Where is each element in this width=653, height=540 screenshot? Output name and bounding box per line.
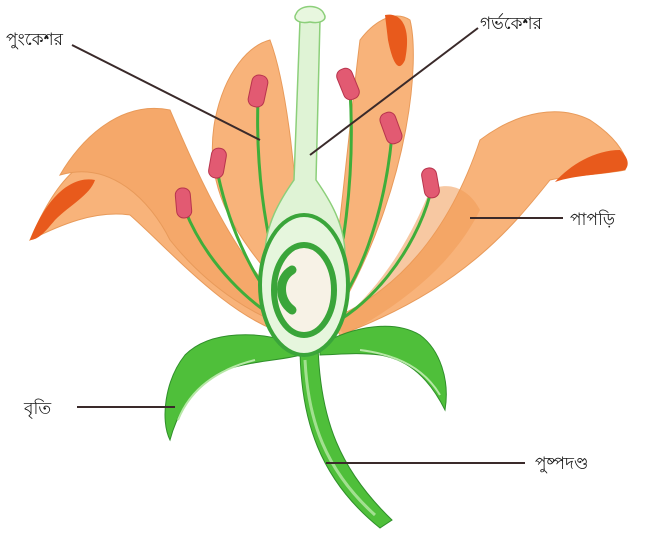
sepal-right: [320, 326, 446, 410]
sepal-left: [165, 335, 300, 440]
label-stamen: পুংকেশর: [6, 27, 63, 55]
pistil-stigma: [295, 7, 325, 23]
label-petal: পাপড়ি: [570, 207, 615, 235]
label-sepal: বৃতি: [24, 396, 51, 424]
label-pistil: গর্ভকেশর: [480, 11, 542, 39]
flower-stalk: [300, 345, 392, 528]
label-stalk: পুষ্পদণ্ড: [535, 451, 588, 479]
